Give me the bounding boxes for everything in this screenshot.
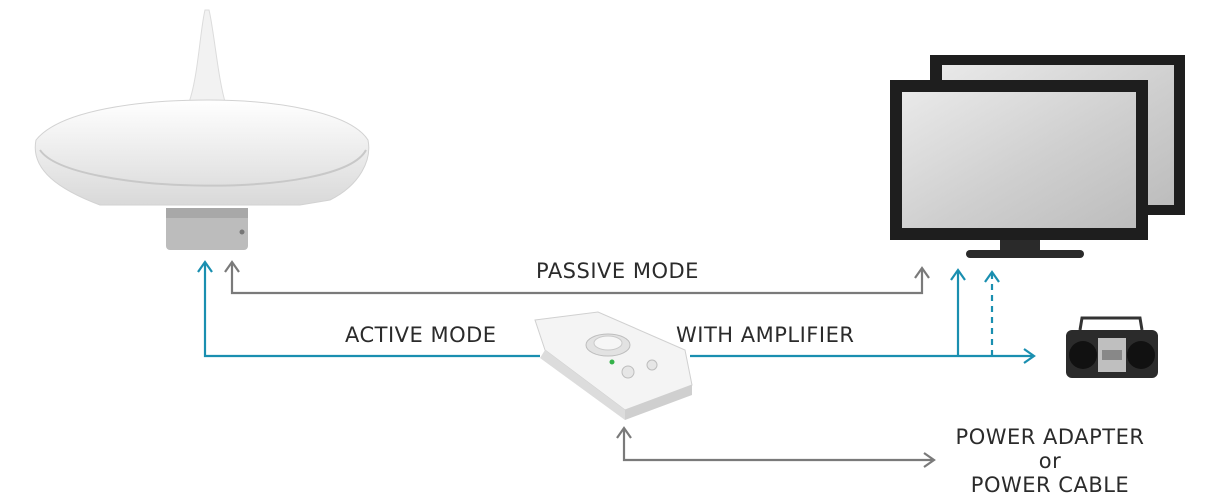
with-amplifier-label: WITH AMPLIFIER [676, 323, 855, 347]
boombox-radio-icon [1066, 316, 1158, 378]
power-cable-text: POWER CABLE [970, 473, 1130, 497]
power-connector [616, 426, 936, 468]
power-adapter-text: POWER ADAPTER [955, 425, 1145, 449]
passive-mode-connector [224, 260, 930, 295]
amplifier-control-icon [534, 311, 693, 420]
dome-antenna-icon [34, 9, 370, 250]
power-source-label: POWER ADAPTER or POWER CABLE [930, 425, 1170, 497]
active-mode-connector [197, 260, 1036, 364]
tv-screens-icon [890, 55, 1185, 258]
power-or-text: or [1038, 449, 1062, 473]
active-mode-label: ACTIVE MODE [345, 323, 497, 347]
passive-mode-label: PASSIVE MODE [536, 259, 699, 283]
